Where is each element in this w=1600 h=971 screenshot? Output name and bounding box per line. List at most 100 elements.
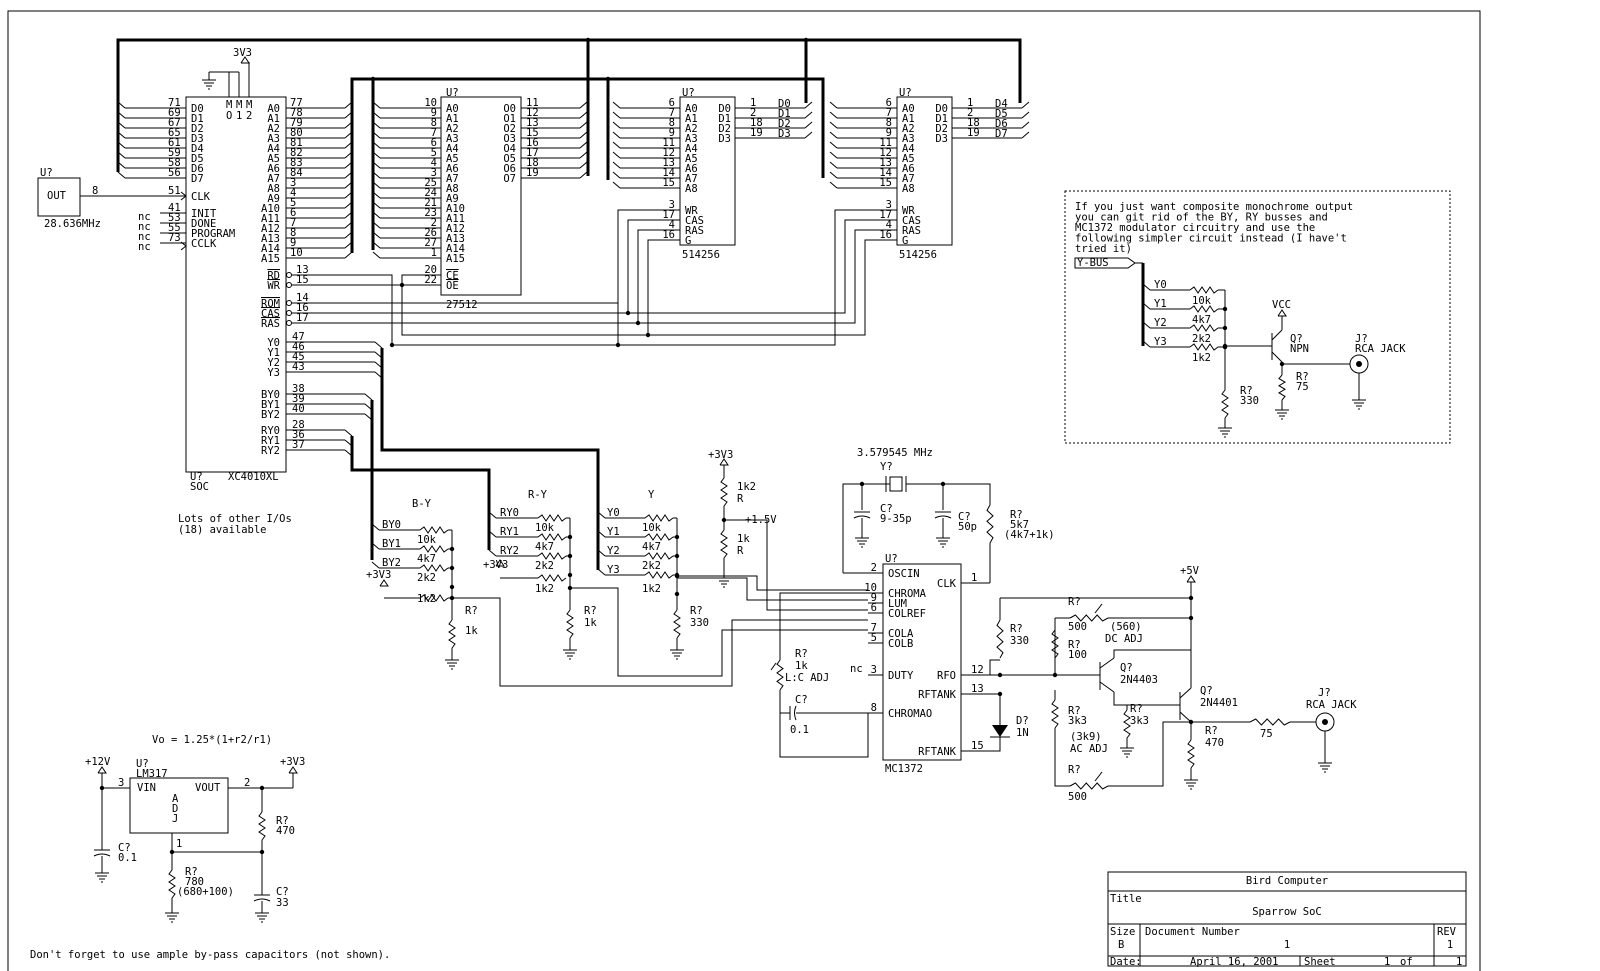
junction-dot (389, 342, 395, 348)
pin-name: A14 (446, 243, 465, 255)
inverter-bubble (286, 320, 292, 326)
power-arrow-icon (1277, 309, 1287, 317)
resistor-value: 2k2 (642, 560, 661, 572)
pin-number: 36 (292, 429, 305, 441)
pin-number: 3 (431, 167, 437, 179)
pin-number: 4 (290, 187, 296, 199)
pin-number: 6 (669, 97, 675, 109)
oscillator-body (37, 177, 81, 217)
resistor-value: 100 (1068, 649, 1087, 661)
pin-number: 1 (967, 97, 973, 109)
resistor-value: 4k7 (1192, 314, 1211, 326)
data-bus (116, 38, 1022, 103)
pin-name: O2 (503, 123, 516, 135)
pin-number: 7 (431, 127, 437, 139)
pin-number: 8 (669, 117, 675, 129)
power-label: VCC (1272, 299, 1291, 311)
nc-label: nc (850, 663, 863, 675)
resistor-icon (1051, 629, 1059, 659)
pin-name: CE (446, 270, 459, 282)
pin-number: 8 (871, 702, 877, 714)
resistor-value: 470 (276, 825, 295, 837)
pin-name: CAS (902, 215, 921, 227)
pin-name: RAS (685, 225, 704, 237)
pin-name: A11 (261, 213, 280, 225)
pin-number: 24 (424, 187, 437, 199)
pin-number: 82 (290, 147, 303, 159)
capacitor-value: 50p (958, 521, 977, 533)
bus-entry (804, 101, 813, 109)
bus-entry (579, 101, 588, 109)
pin-number: 58 (168, 157, 181, 169)
pin-name: A8 (446, 183, 459, 195)
pin-name: A8 (902, 183, 915, 195)
inverter-bubble (286, 282, 292, 288)
bus-entry (579, 131, 588, 139)
pin-name: CHROMAO (888, 708, 932, 720)
net-label: D1 (778, 108, 791, 120)
pin-number: 47 (292, 331, 305, 343)
resistor-value: 10k (535, 522, 555, 534)
pin-name: COLB (888, 638, 913, 650)
bus-entry (829, 151, 838, 159)
net-label: Y1 (1154, 298, 1167, 310)
pin-number: 11 (879, 137, 892, 149)
pin-number: 38 (292, 383, 305, 395)
ladder-title: B-Y (412, 498, 432, 510)
resistor-ref: R? (584, 605, 597, 617)
pin-number: 15 (526, 127, 539, 139)
trim-arrow-icon (1094, 771, 1103, 782)
pin-name: O7 (503, 173, 516, 185)
pin-name: A9 (446, 193, 459, 205)
io-note: Lots of other I/Os (178, 513, 292, 525)
pin-number: 4 (886, 219, 892, 231)
pin-number: 39 (292, 393, 305, 405)
y-bus (380, 348, 600, 570)
resistor-value: 1k2 (737, 481, 756, 493)
bus-entry (1021, 121, 1030, 129)
pin-name: A13 (261, 233, 280, 245)
ram2-chip-body (896, 96, 953, 246)
chip-ref: U? (899, 87, 912, 99)
bus-entry (612, 111, 621, 119)
pin-name: A8 (267, 183, 280, 195)
bus-entry (612, 131, 621, 139)
pin-name: D0 (718, 103, 731, 115)
diode-value: 1N (1016, 727, 1029, 739)
pin-name: A7 (446, 173, 459, 185)
pin-name: A1 (446, 113, 459, 125)
pin-name: D3 (718, 133, 731, 145)
wire (742, 519, 868, 611)
resistor-icon (448, 619, 456, 649)
resistor-icon (1221, 389, 1229, 419)
resistor-ref: R? (1130, 703, 1143, 715)
junction-dot (605, 76, 611, 82)
pin-name: A4 (446, 143, 459, 155)
pin-name: BY0 (261, 389, 280, 401)
resistor-value: 2k2 (417, 572, 436, 584)
resistor-icon (644, 533, 674, 541)
bus-entry (1142, 302, 1151, 310)
pin-name: OE (446, 280, 459, 292)
resistor-value: 330 (690, 617, 709, 629)
pin-number: 1 (176, 838, 182, 850)
bus-entry (829, 181, 838, 189)
wire (990, 737, 1001, 752)
pin-name: PROGRAM (191, 228, 235, 240)
wire (452, 597, 868, 687)
pin-number: 14 (296, 292, 309, 304)
pin-number: 4 (431, 157, 437, 169)
resistor-icon (673, 609, 681, 639)
resistor-ref: R? (276, 815, 289, 827)
resistor-icon (720, 529, 728, 559)
pin-number: 5 (290, 197, 296, 209)
clock-arrow-icon (180, 191, 187, 201)
bus-entry (371, 523, 380, 531)
resistor-icon (537, 574, 567, 582)
bus-entry (612, 171, 621, 179)
pin-number: 69 (168, 107, 181, 119)
resistor-value: 10k (1192, 295, 1212, 307)
rev-value: 1 (1447, 939, 1453, 951)
pin-name: CHROMA (888, 588, 927, 600)
